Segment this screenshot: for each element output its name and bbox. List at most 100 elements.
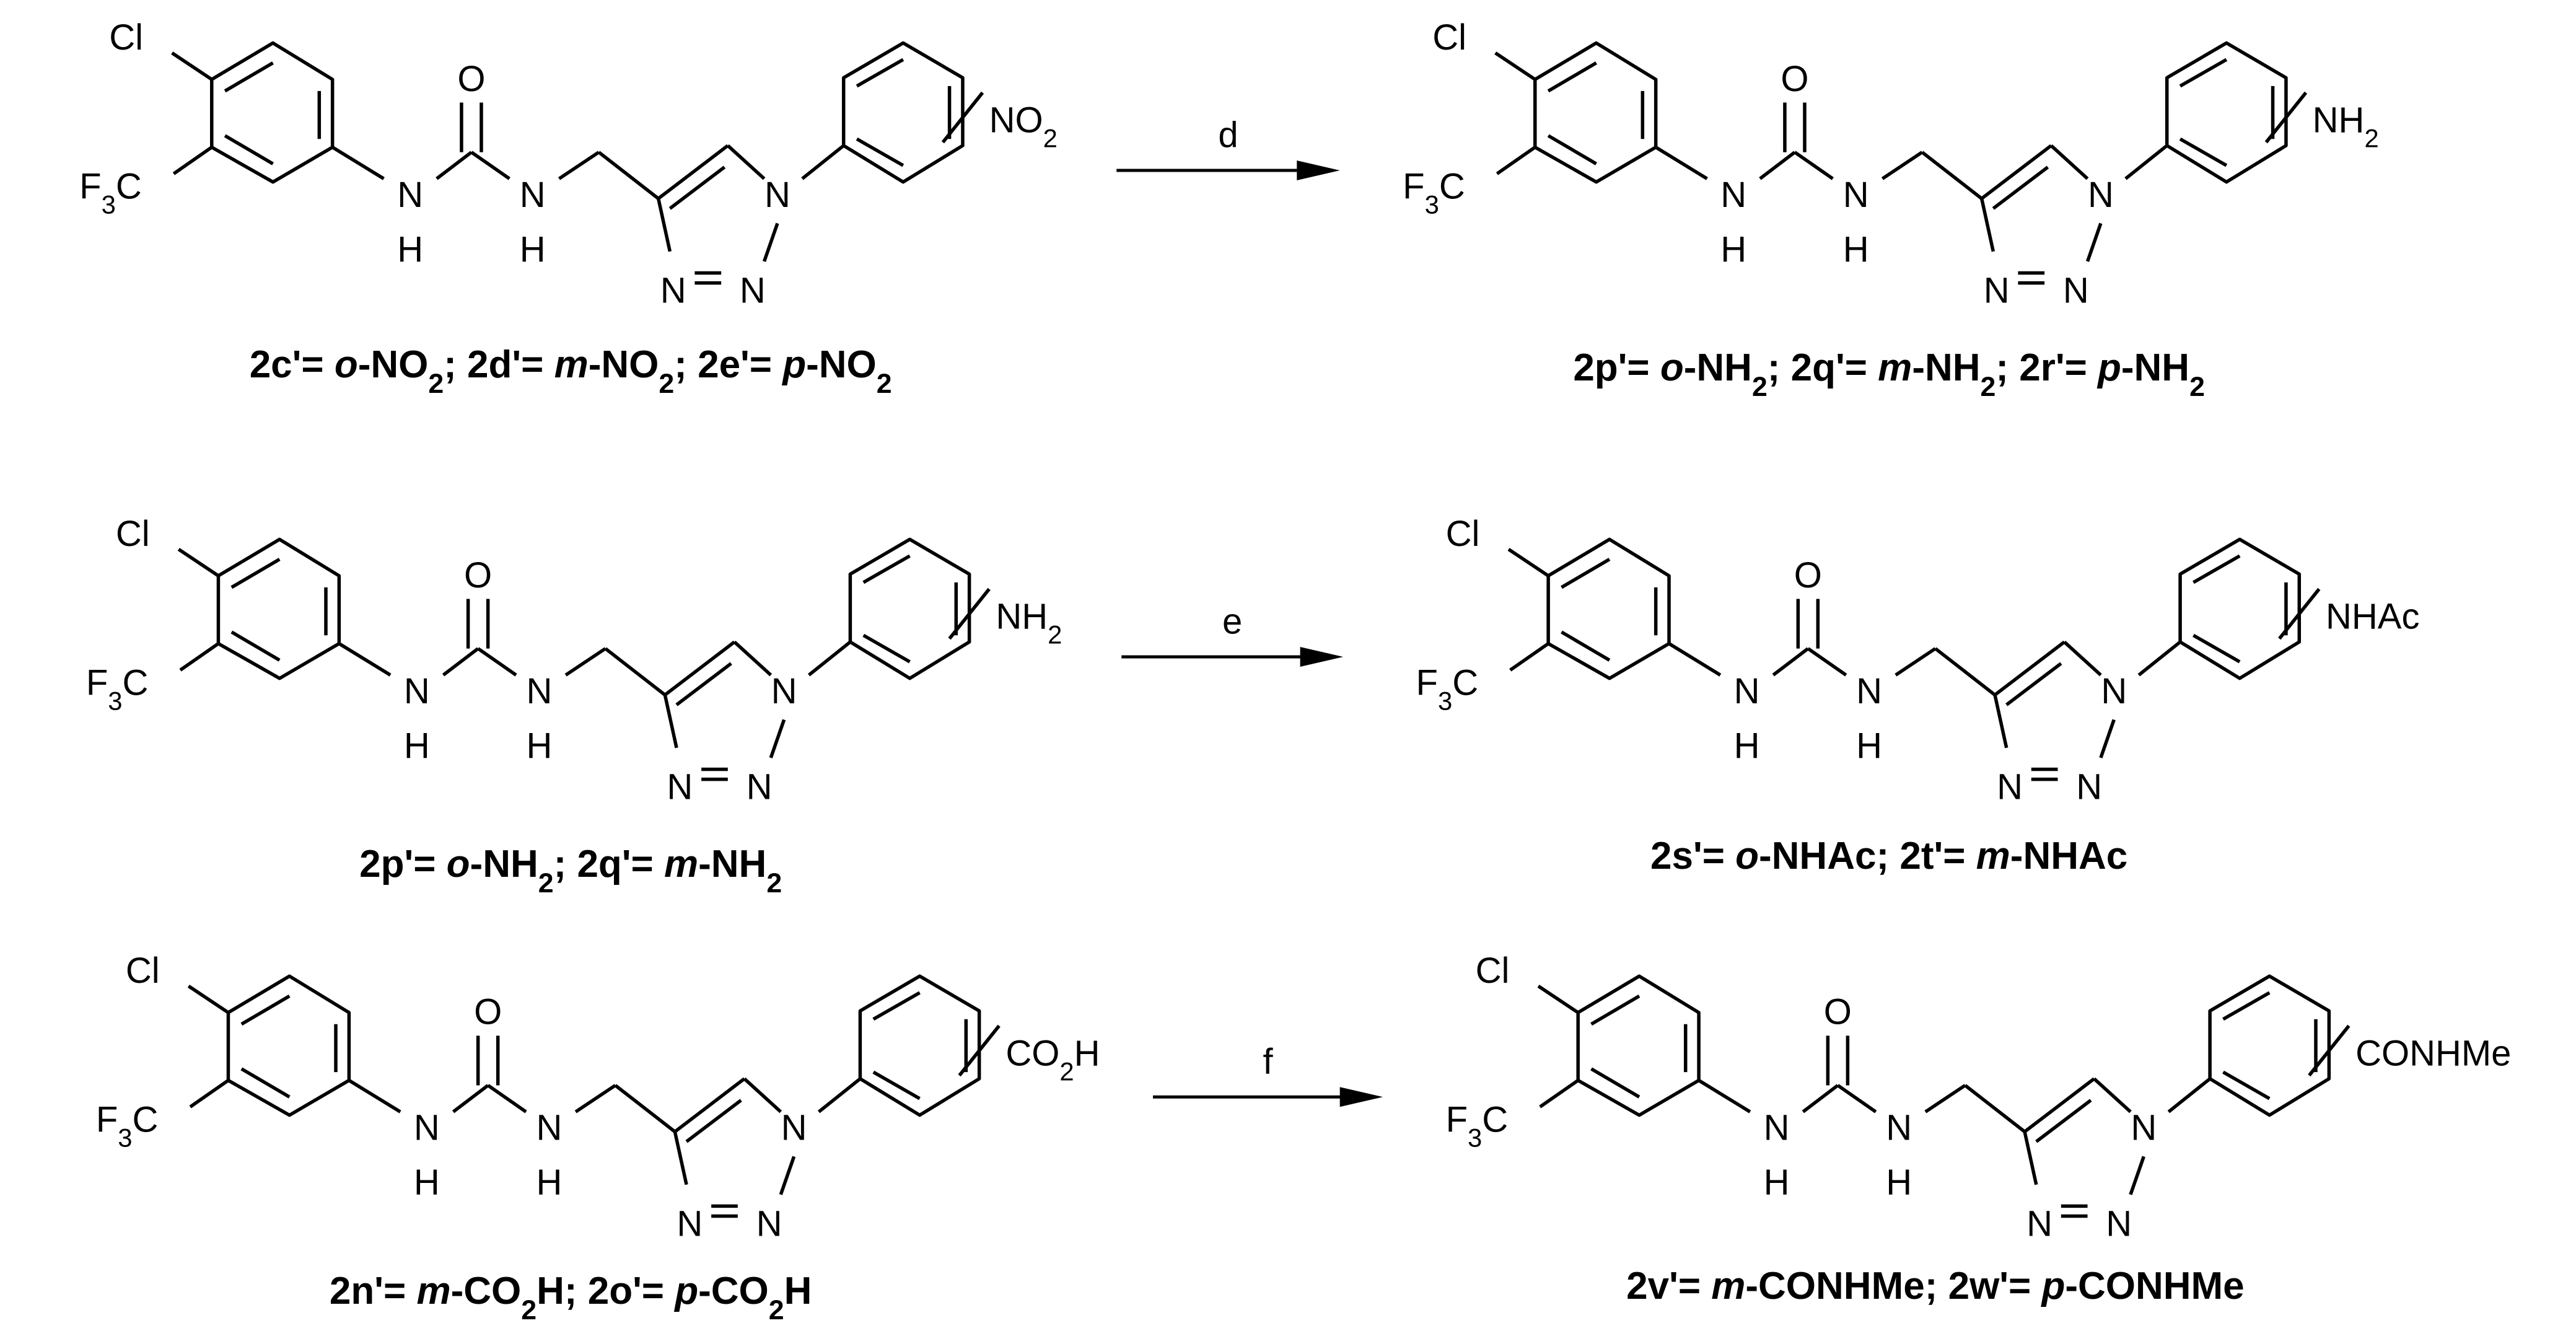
reaction-condition-label: e	[1222, 602, 1242, 642]
chlorine-label: Cl	[109, 17, 143, 58]
c-cl-bond	[187, 985, 229, 1014]
urea-h-label: H	[1734, 726, 1760, 766]
n-aryl-bond	[2137, 640, 2181, 677]
product-caption: 2v'= m-CONHMe; 2w'= p-CONHMe	[1626, 1265, 2245, 1307]
ring-double-bond	[862, 633, 911, 664]
triazole-n1-label: N	[2101, 671, 2127, 711]
c-n-bond	[1794, 151, 1834, 180]
triazole-n2-label: N	[740, 271, 766, 311]
product-caption-group-3: 2v'= m-CONHMe; 2w'= p-CONHMe	[1626, 1265, 2245, 1307]
c-cl-bond	[171, 51, 213, 81]
triazole-double-bond	[685, 1099, 742, 1143]
reaction-arrow-1: d	[1116, 115, 1340, 181]
triazole-n1-label: N	[2088, 175, 2114, 215]
substituent-bond	[2308, 1024, 2350, 1077]
carbonyl-oxygen-label: O	[1794, 555, 1822, 595]
arrow-head	[1339, 1087, 1383, 1107]
product-caption: 2s'= o-NHAc; 2t'= m-NHAc	[1650, 835, 2127, 877]
triazole-double-bond	[668, 165, 726, 210]
c-cf3-bond	[189, 1079, 230, 1109]
urea-h2-label: H	[520, 229, 546, 270]
aryl-n-bond	[331, 146, 385, 180]
phenyl-ring	[858, 974, 981, 1117]
chlorine-label: Cl	[116, 514, 150, 554]
chlorine-label: Cl	[1476, 951, 1510, 991]
ring-double-bond	[1590, 994, 1641, 1026]
aryl-n-bond	[348, 1079, 401, 1114]
c-cf3-bond	[1539, 1079, 1579, 1109]
arrow-head	[1297, 160, 1340, 181]
c-cl-bond	[1507, 548, 1549, 578]
triazole-n2-label: N	[2076, 767, 2102, 807]
urea-nh2-label: N	[1886, 1108, 1912, 1148]
ring-double-bond	[2193, 554, 2241, 584]
trifluoromethyl-label: F3C	[86, 662, 149, 715]
substituent-bond	[958, 1024, 1001, 1077]
ch2-triazole-bond	[1934, 647, 1996, 697]
ring-double-bond	[1561, 558, 1611, 589]
c-cf3-bond	[1496, 146, 1536, 175]
triazole-double-bond	[1992, 165, 2049, 210]
triazole-bond	[2085, 222, 2103, 262]
urea-nh-label: N	[397, 175, 423, 215]
triazole-n1-label: N	[2131, 1108, 2157, 1148]
triazole-n2-label: N	[747, 767, 773, 807]
triazole-n3-label: N	[1984, 271, 2010, 311]
triazole-bond	[743, 1077, 782, 1114]
ch2-triazole-bond	[597, 151, 660, 200]
n-aryl-bond	[807, 640, 852, 677]
urea-h2-label: H	[1856, 726, 1882, 766]
aryl-n-bond	[1655, 146, 1708, 180]
triazole-double-bond	[2035, 1099, 2092, 1143]
ring-double-bond	[230, 558, 281, 589]
n-c-bond	[1802, 1084, 1839, 1114]
substituent-bond	[948, 587, 991, 640]
reactant-caption: 2p'= o-NH2; 2q'= m-NH2	[359, 843, 782, 899]
ring-double-bond	[856, 137, 905, 167]
triazole-bond	[779, 1156, 796, 1195]
ring-double-bond	[2222, 991, 2271, 1021]
triazole-bond	[664, 640, 736, 697]
substituent-label: NH2	[2313, 100, 2379, 153]
triazole-bond	[769, 719, 786, 758]
triazole-n1-label: N	[771, 671, 797, 711]
triazole-bond	[1980, 144, 2052, 200]
triazole-n2-label: N	[2106, 1203, 2132, 1244]
substituent-label: CONHMe	[2355, 1033, 2511, 1073]
urea-h-label: H	[414, 1162, 440, 1203]
substituent-bond	[2264, 91, 2308, 144]
urea-h-label: H	[1720, 229, 1746, 270]
phenyl-ring	[2165, 41, 2288, 184]
product-caption-group-1: 2p'= o-NH2; 2q'= m-NH2; 2r'= p-NH2	[1573, 346, 2205, 402]
ring-double-bond	[240, 994, 291, 1026]
triazole-n3-label: N	[2026, 1203, 2052, 1244]
reaction-condition-label: d	[1218, 115, 1238, 156]
c-cl-bond	[1494, 51, 1536, 81]
triazole-bond	[2049, 144, 2089, 180]
ring-double-bond	[1590, 1067, 1641, 1099]
ring-double-bond	[872, 991, 921, 1021]
urea-h-label: H	[397, 229, 423, 270]
ring-double-bond	[1547, 61, 1597, 93]
carbonyl-oxygen-label: O	[464, 555, 492, 595]
reactant-caption-group-2: 2p'= o-NH2; 2q'= m-NH2	[359, 843, 782, 899]
n-ch2-bond	[1881, 151, 1924, 180]
arrow-head	[1300, 646, 1344, 667]
triazole-bond	[673, 1131, 688, 1185]
ring-double-bond	[230, 630, 281, 662]
n-c-bond	[1759, 151, 1796, 180]
triazole-bond	[1993, 694, 2009, 749]
substituent-label: NHAc	[2326, 597, 2419, 637]
n-aryl-bond	[2167, 1077, 2211, 1114]
triazole-bond	[762, 222, 779, 262]
n-ch2-bond	[1895, 647, 1937, 677]
urea-h-label: H	[1764, 1162, 1790, 1203]
urea-nh2-label: N	[1856, 671, 1882, 711]
n-aryl-bond	[817, 1077, 862, 1114]
c-cl-bond	[177, 548, 219, 578]
triazole-bond	[1979, 198, 1996, 252]
